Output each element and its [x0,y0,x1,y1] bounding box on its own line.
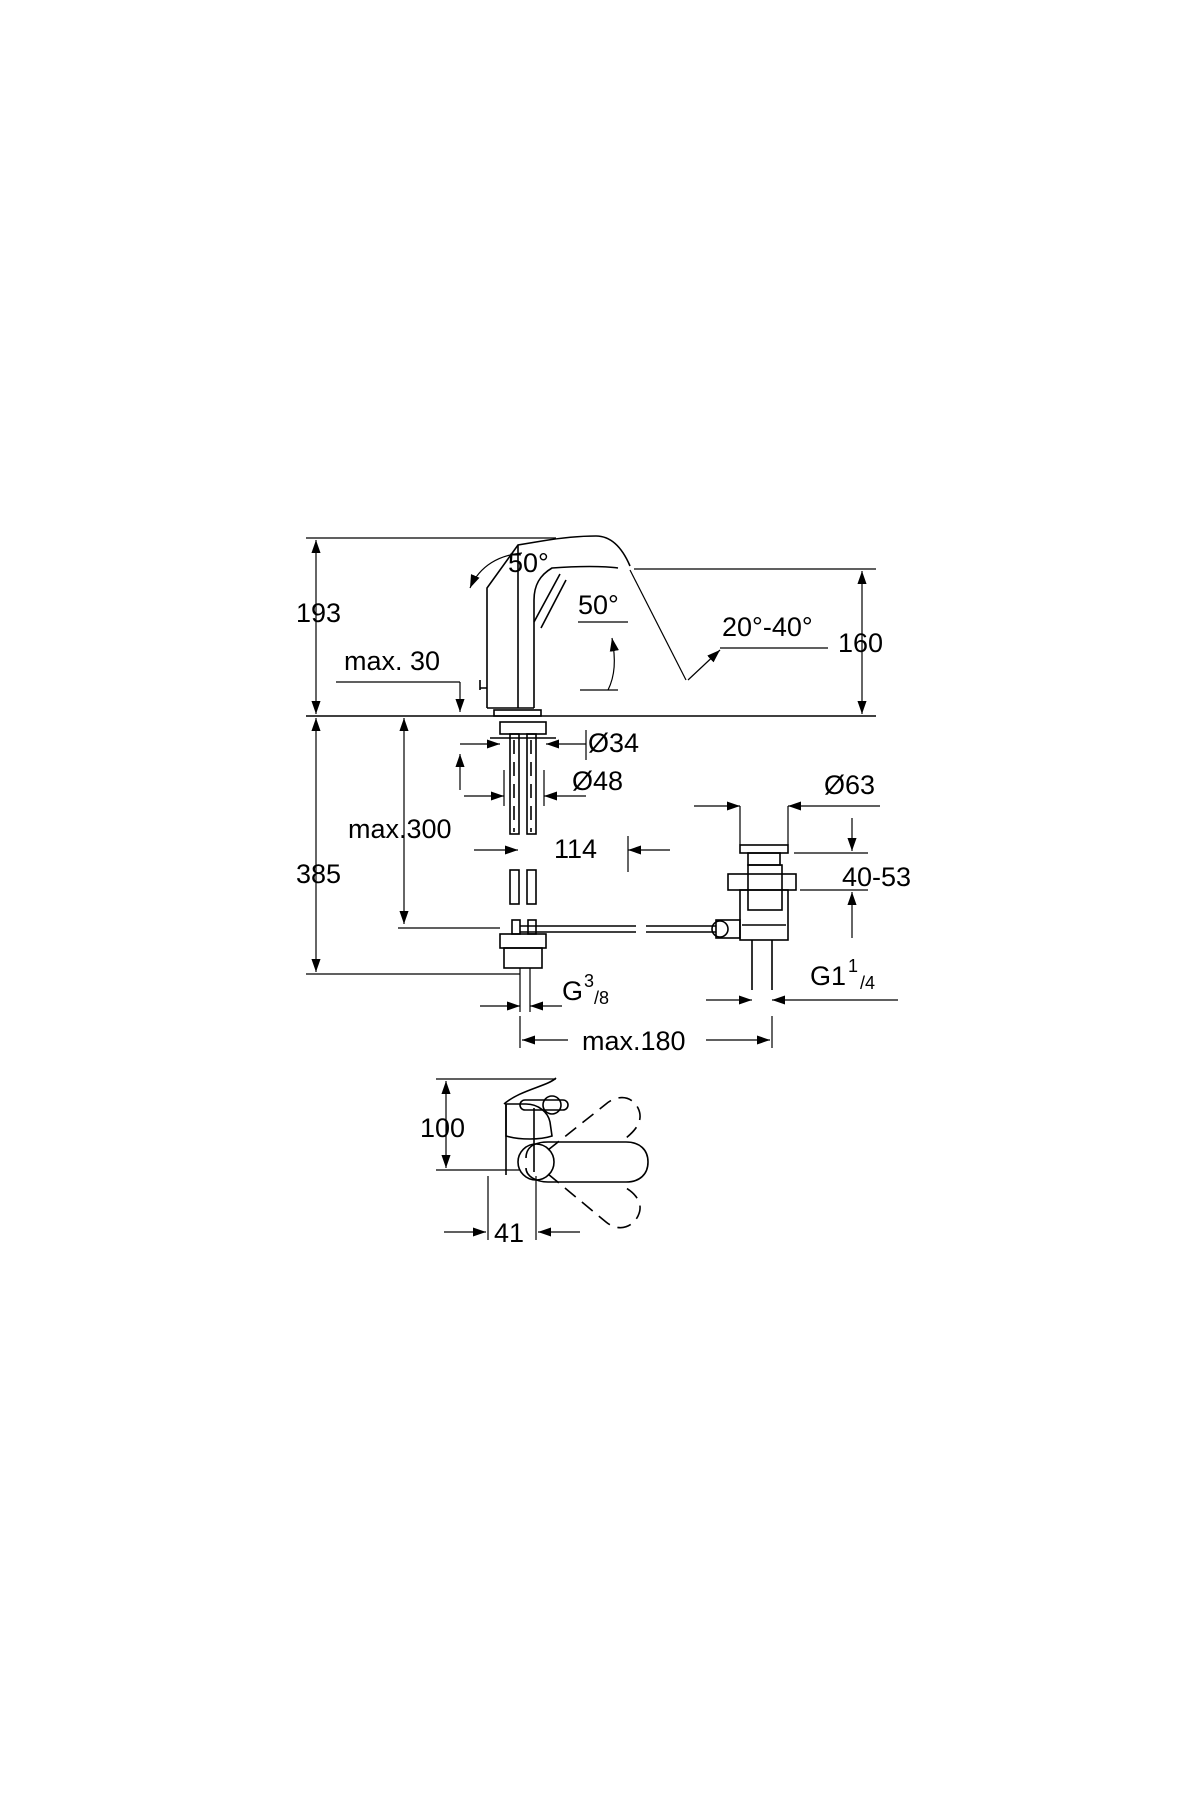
dim-g1-14-sup: 1 [848,956,858,976]
dim-max-300: max.300 [348,814,452,844]
dim-d48: Ø48 [572,766,623,796]
dim-g-38: G [562,976,583,1006]
dim-d34: Ø34 [588,728,639,758]
dim-385: 385 [296,859,341,889]
dim-160: 160 [838,628,883,658]
dim-114: 114 [554,834,597,864]
below-deck-assembly [490,721,716,969]
dim-g-38-sub: /8 [594,988,609,1008]
dim-g1-14-sub: /4 [860,973,875,993]
dim-max-30: max. 30 [344,646,440,676]
faucet-plan-view [436,1077,649,1229]
angle-lever-top: 50° [508,548,549,578]
dim-41: 41 [494,1218,524,1248]
waste-assembly [711,844,797,990]
dim-d63: Ø63 [824,770,875,800]
faucet-elevation [479,535,631,717]
dim-100: 100 [420,1113,465,1143]
dim-193: 193 [296,598,341,628]
dim-max-180: max.180 [582,1026,686,1056]
angle-spout: 20°-40° [722,612,813,642]
dim-g-38-sup: 3 [584,971,594,991]
dim-40-53: 40-53 [842,862,911,892]
dim-g1-14: G1 [810,961,846,991]
angle-lever-side: 50° [578,590,619,620]
